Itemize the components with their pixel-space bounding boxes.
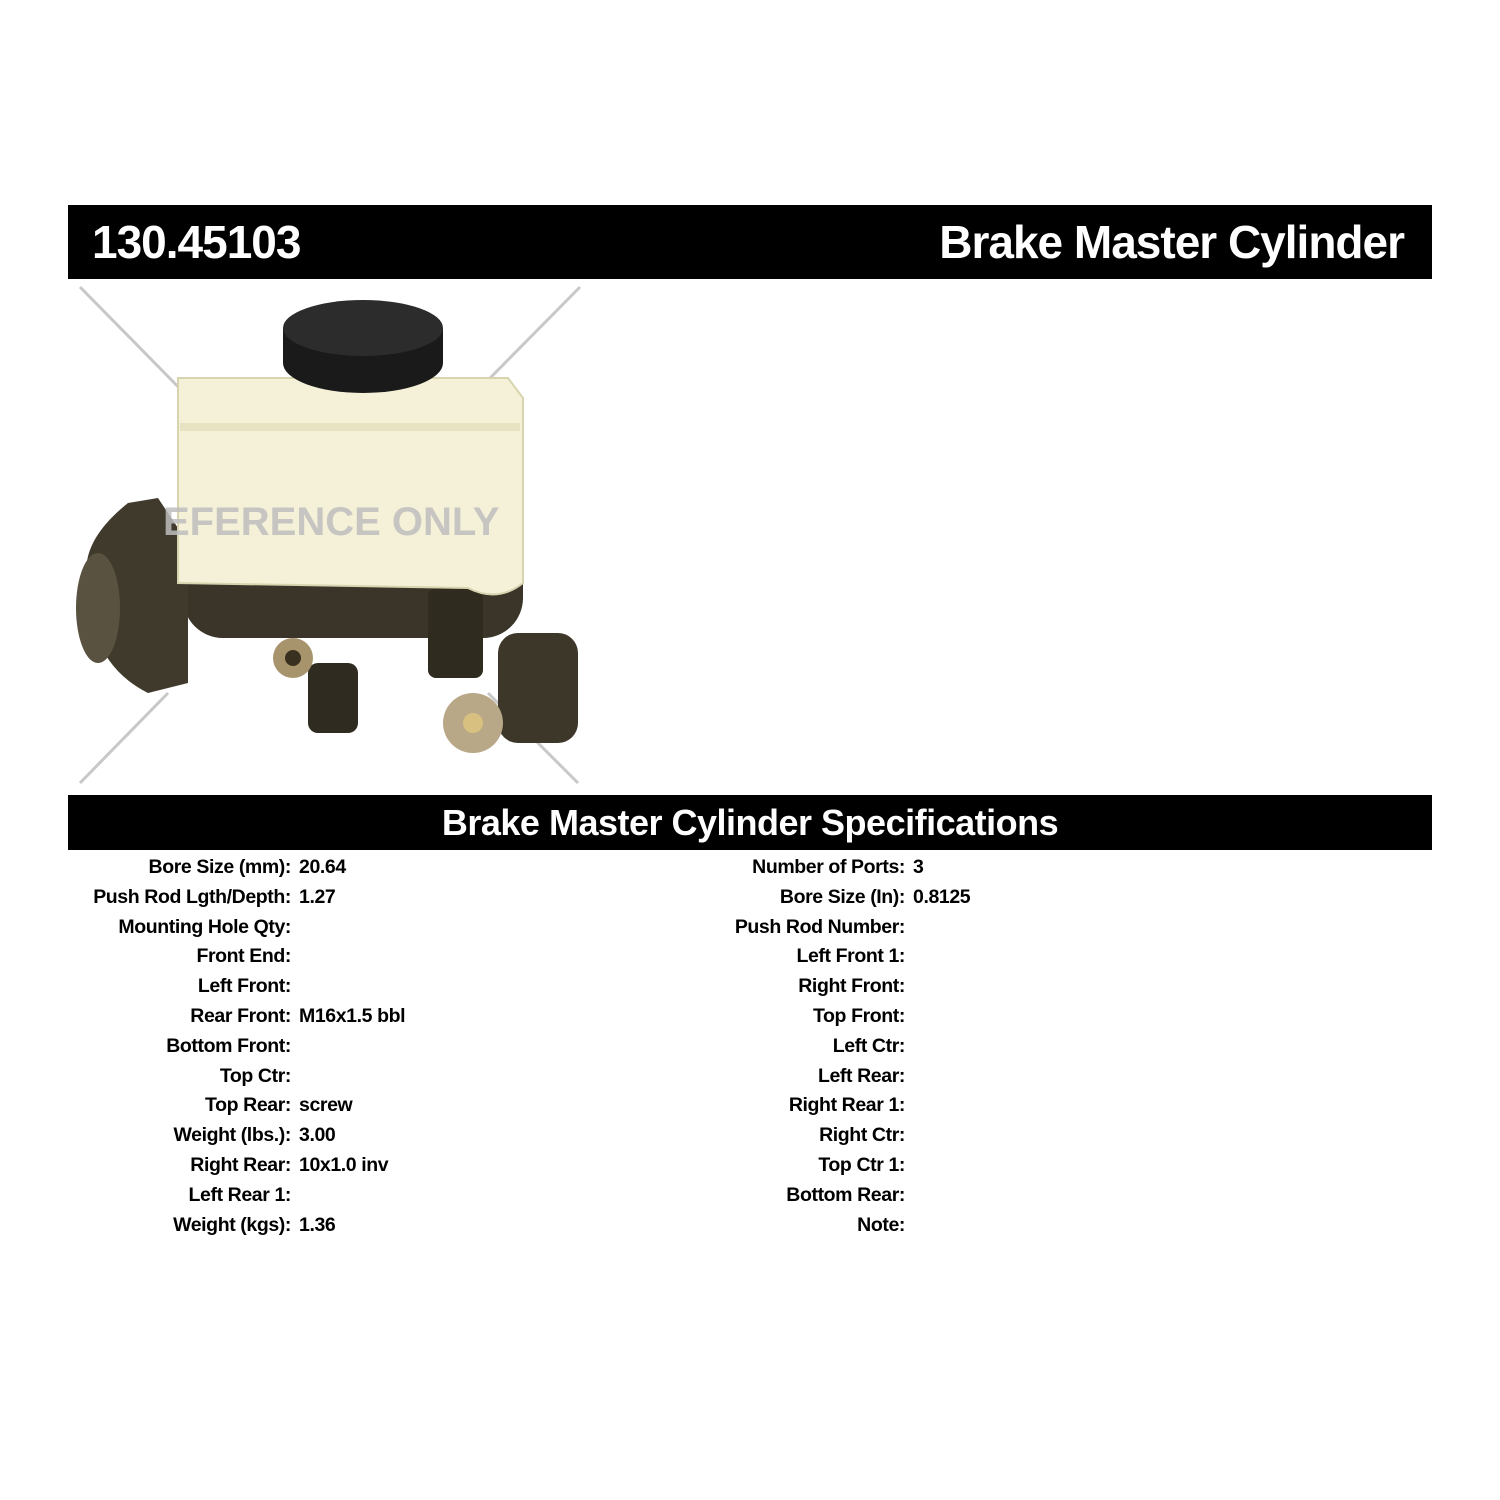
spec-label: Push Rod Lgth/Depth: [93, 885, 291, 908]
spec-label: Top Ctr 1: [818, 1154, 905, 1176]
part-number: 130.45103 [92, 216, 301, 268]
spec-value: 3 [913, 856, 924, 878]
spec-value: 20.64 [299, 856, 346, 878]
spec-row: Left Front 1: [0, 941, 1500, 971]
spec-label: Top Front: [812, 1005, 905, 1027]
spec-row: Top Ctr: [0, 1061, 1500, 1091]
spec-label: Weight (kgs): [173, 1213, 291, 1236]
spec-row: Top Rear: screw [0, 1090, 1500, 1120]
spec-label: Left Rear: [817, 1064, 905, 1087]
spec-label: Rear Front: [190, 1005, 291, 1027]
spec-row: Mounting Hole Qty: [0, 912, 1500, 942]
spec-value: 1.36 [299, 1213, 336, 1236]
header-bar: 130.45103 Brake Master Cylinder [68, 205, 1432, 279]
spec-row: Top Front: [0, 1001, 1500, 1031]
spec-label: Left Rear 1: [188, 1183, 292, 1206]
spec-row: Weight (kgs): 1.36 [0, 1210, 1500, 1240]
spec-row: Left Front: [0, 971, 1500, 1001]
spec-row: Top Ctr 1: [0, 1150, 1500, 1180]
spec-label: Bore Size (In): [779, 885, 905, 908]
spec-label: Left Ctr: [832, 1034, 906, 1057]
spec-value: 10x1.0 inv [299, 1154, 389, 1176]
spec-row: Rear Front: M16x1.5 bbl [0, 1001, 1500, 1031]
spec-row: Right Rear: 10x1.0 inv [0, 1150, 1500, 1180]
spec-label: Mounting Hole Qty: [118, 915, 291, 938]
spec-row: Push Rod Number: [0, 912, 1500, 942]
spec-value: screw [299, 1094, 353, 1117]
spec-label: Left Front 1: [796, 945, 905, 968]
spec-row: Push Rod Lgth/Depth: 1.27 [0, 882, 1500, 912]
spec-row: Weight (lbs.): 3.00 [0, 1120, 1500, 1150]
spec-label: Right Rear: [190, 1154, 291, 1176]
product-image: EFERENCE ONLY [76, 285, 582, 785]
spec-row: Right Ctr: [0, 1120, 1500, 1150]
spec-value: 1.27 [299, 885, 336, 908]
spec-row: Number of Ports: 3 [0, 852, 1500, 882]
spec-label: Right Ctr: [819, 1124, 905, 1147]
spec-row: Bore Size (In): 0.8125 [0, 882, 1500, 912]
spec-label: Push Rod Number: [734, 915, 906, 938]
spec-label: Right Rear 1: [788, 1094, 906, 1117]
spec-label: Right Front: [798, 975, 905, 998]
spec-row: Right Rear 1: [0, 1090, 1500, 1120]
spec-label: Left Front: [197, 975, 291, 998]
spec-row: Bore Size (mm): 20.64 [0, 852, 1500, 882]
product-title: Brake Master Cylinder [939, 216, 1405, 268]
reservoir-cap [283, 300, 443, 393]
specs-title-bar: Brake Master Cylinder Specifications [68, 795, 1432, 850]
fluid-reservoir [177, 377, 524, 596]
spec-row: Left Rear: [0, 1061, 1500, 1091]
spec-value: M16x1.5 bbl [299, 1005, 406, 1027]
spec-label: Top Rear: [205, 1094, 291, 1117]
spec-label: Bore Size (mm): [148, 856, 292, 878]
spec-row: Left Ctr: [0, 1031, 1500, 1061]
reference-watermark: EFERENCE ONLY [163, 500, 500, 544]
spec-label: Bottom Front: [166, 1034, 291, 1057]
spec-label: Weight (lbs.): [173, 1124, 291, 1147]
spec-label: Top Ctr: [219, 1064, 292, 1087]
spec-row: Bottom Front: [0, 1031, 1500, 1061]
spec-row: Front End: [0, 941, 1500, 971]
spec-row: Right Front: [0, 971, 1500, 1001]
spec-label: Front End: [196, 945, 291, 968]
specs-title: Brake Master Cylinder Specifications [441, 802, 1059, 843]
spec-row: Bottom Rear: [0, 1180, 1500, 1210]
spec-label: Bottom Rear: [786, 1183, 905, 1206]
spec-value: 3.00 [299, 1124, 336, 1147]
spec-label: Number of Ports: [752, 856, 905, 878]
spec-row: Note: [0, 1210, 1500, 1240]
spec-label: Note: [857, 1213, 905, 1236]
spec-value: 0.8125 [913, 885, 971, 908]
spec-row: Left Rear 1: [0, 1180, 1500, 1210]
